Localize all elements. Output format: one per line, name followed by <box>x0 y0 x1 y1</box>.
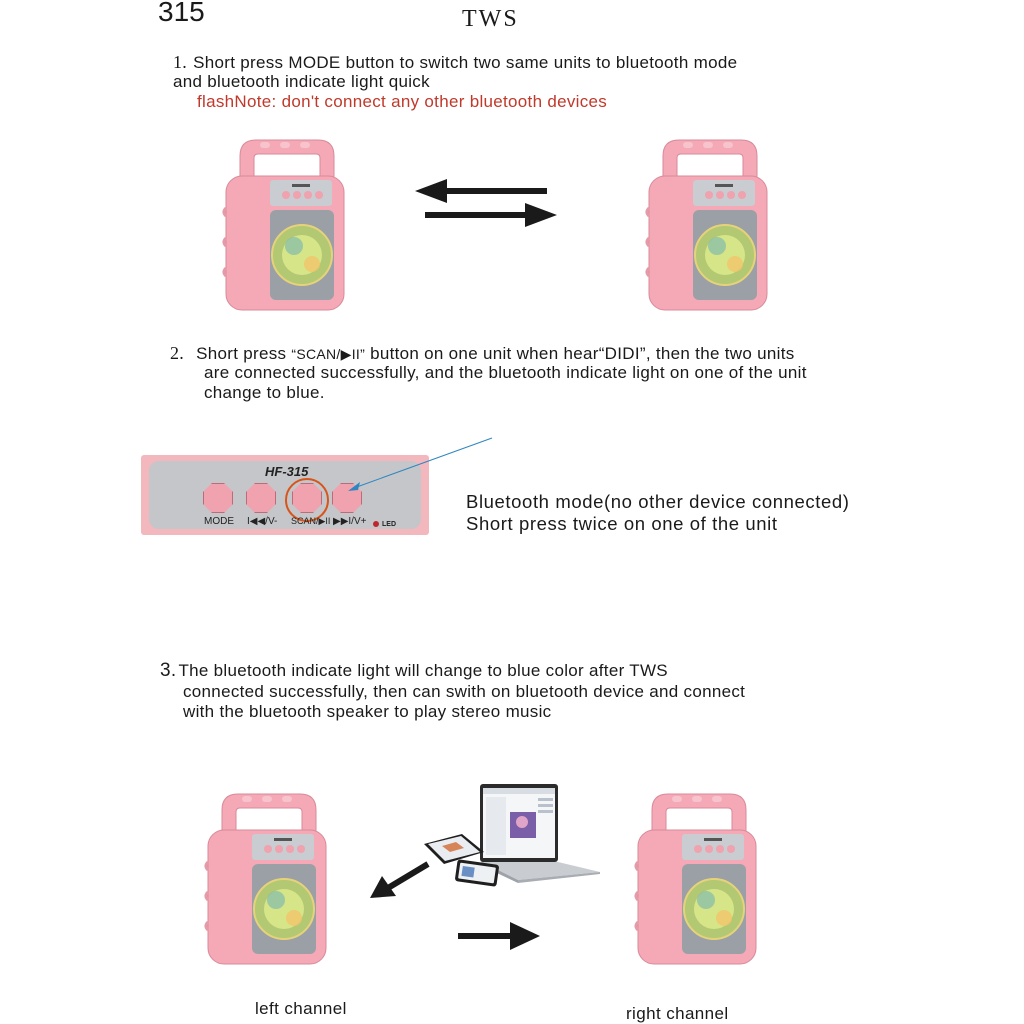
led-label: LED <box>382 521 396 528</box>
step3-text: The bluetooth indicate light will change… <box>178 661 668 680</box>
right-channel-arrow <box>458 922 540 950</box>
step2-text-post: , then the two units <box>645 344 795 363</box>
control-panel: HF-315 MODE I◀◀/V- SCAN/▶II ▶▶I/V+ LED <box>141 455 429 535</box>
pairing-arrows <box>415 179 557 227</box>
prev-vol-down-button[interactable] <box>246 483 276 513</box>
pointer-line <box>348 437 493 491</box>
step3-number: 3. <box>160 660 177 681</box>
step2-line3: change to blue. <box>204 383 325 402</box>
step3-line3: with the bluetooth speaker to play stere… <box>183 702 552 721</box>
speaker-image-right-bottom <box>634 793 757 965</box>
step2-number: 2. <box>170 343 185 363</box>
control-panel-face: HF-315 MODE I◀◀/V- SCAN/▶II ▶▶I/V+ LED <box>149 461 421 529</box>
step1-line2: and bluetooth indicate light quick <box>173 72 430 91</box>
mode-button[interactable] <box>203 483 233 513</box>
bt-mode-note-line2: Short press twice on one of the unit <box>466 513 778 534</box>
step2-line2: are connected successfully, and the blue… <box>204 363 807 382</box>
step1-number: 1. <box>173 52 188 72</box>
step3-line2: connected successfully, then can swith o… <box>183 682 746 701</box>
step2-text-pre: Short press <box>196 344 287 363</box>
step2-scan-label: “SCAN/▶II” <box>291 346 366 362</box>
step2-line1: 2. Short press “SCAN/▶II” button on one u… <box>170 343 795 365</box>
prev-button-label: I◀◀/V- <box>247 516 278 527</box>
step1-note: flashNote: don't connect any other bluet… <box>197 92 608 111</box>
speaker-image-right-top <box>645 139 768 311</box>
led-indicator: LED <box>373 521 396 528</box>
led-dot-icon <box>373 521 379 528</box>
speaker-image-left-top <box>222 139 345 311</box>
left-channel-arrow <box>370 861 430 898</box>
right-channel-label: right channel <box>626 1004 729 1023</box>
step2-text-mid: button on one unit when hear <box>370 344 599 363</box>
scan-button-label: SCAN/▶II <box>291 516 331 526</box>
bt-mode-note-line1: Bluetooth mode(no other device connected… <box>466 491 850 512</box>
speaker-image-left-bottom <box>204 793 327 965</box>
next-button-label: ▶▶I/V+ <box>333 516 367 527</box>
devices-image <box>424 784 600 887</box>
model-number: 315 <box>158 0 205 27</box>
mode-button-label: MODE <box>204 516 234 527</box>
step1-line1: 1. Short press MODE button to switch two … <box>173 52 737 74</box>
left-channel-label: left channel <box>255 999 347 1018</box>
panel-model-label: HF-315 <box>265 464 309 479</box>
step1-text: Short press MODE button to switch two sa… <box>193 53 738 72</box>
page-title: TWS <box>462 6 519 32</box>
step2-didi: “DIDI” <box>598 344 646 363</box>
next-vol-up-button[interactable] <box>332 483 362 513</box>
scan-button-highlight <box>285 478 329 522</box>
step3-line1: 3.The bluetooth indicate light will chan… <box>160 660 668 682</box>
